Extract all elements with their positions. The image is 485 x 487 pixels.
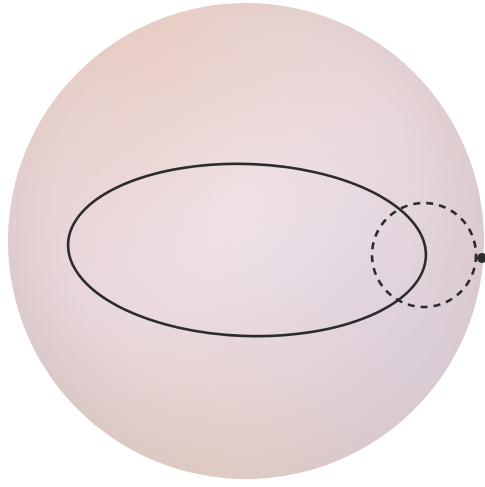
sphere [8,3,484,479]
